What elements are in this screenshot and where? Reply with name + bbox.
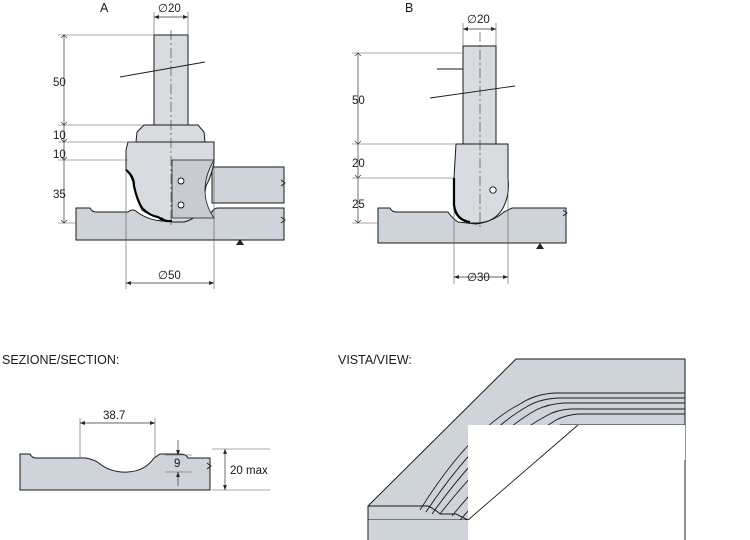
figure-b-collar-height: 20 — [352, 158, 365, 170]
figure-a-shoulder-height: 10 — [53, 149, 66, 161]
figure-a-reference-mark — [236, 239, 244, 245]
figure-b-cut-diameter: ∅30 — [467, 272, 490, 284]
figure-b-shank-diameter: ∅20 — [467, 14, 490, 26]
figure-b-label: B — [405, 1, 413, 15]
figure-b-cutter — [453, 143, 509, 224]
figure-a-cut-height: 35 — [53, 189, 66, 201]
figure-a-shank-diameter: ∅20 — [158, 3, 181, 15]
section-title: SEZIONE/SECTION: — [2, 353, 119, 367]
figure-a-collar-height: 10 — [53, 130, 66, 142]
section-thickness-dim: 20 max — [230, 465, 268, 477]
figure-a-shank-length: 50 — [53, 77, 66, 89]
perspective-view: VISTA/VIEW: — [338, 353, 686, 540]
figure-b-cut-height: 25 — [352, 199, 365, 211]
view-title: VISTA/VIEW: — [338, 353, 412, 367]
figure-b-reference-mark — [536, 243, 544, 249]
section-depth-dim: 9 — [174, 458, 180, 470]
figure-b-shank — [462, 45, 497, 145]
figure-b-workpiece — [377, 207, 567, 244]
section-width-dim: 38.7 — [103, 410, 125, 422]
figure-b: B ∅20 50 20 25 ∅30 — [352, 1, 568, 284]
figure-a-cut-diameter: ∅50 — [158, 270, 181, 282]
view-frame-front — [367, 505, 469, 521]
figure-a-guide-board — [211, 166, 285, 204]
section-view: SEZIONE/SECTION: 38.7 9 20 max — [2, 353, 270, 491]
figure-a: A ∅20 50 — [53, 1, 286, 289]
figure-a-collar — [135, 124, 206, 143]
figure-b-cutting-edge — [452, 178, 471, 224]
figure-b-shank-length: 50 — [352, 95, 365, 107]
figure-a-label: A — [100, 1, 109, 15]
figure-a-cutting-edge — [125, 169, 173, 223]
